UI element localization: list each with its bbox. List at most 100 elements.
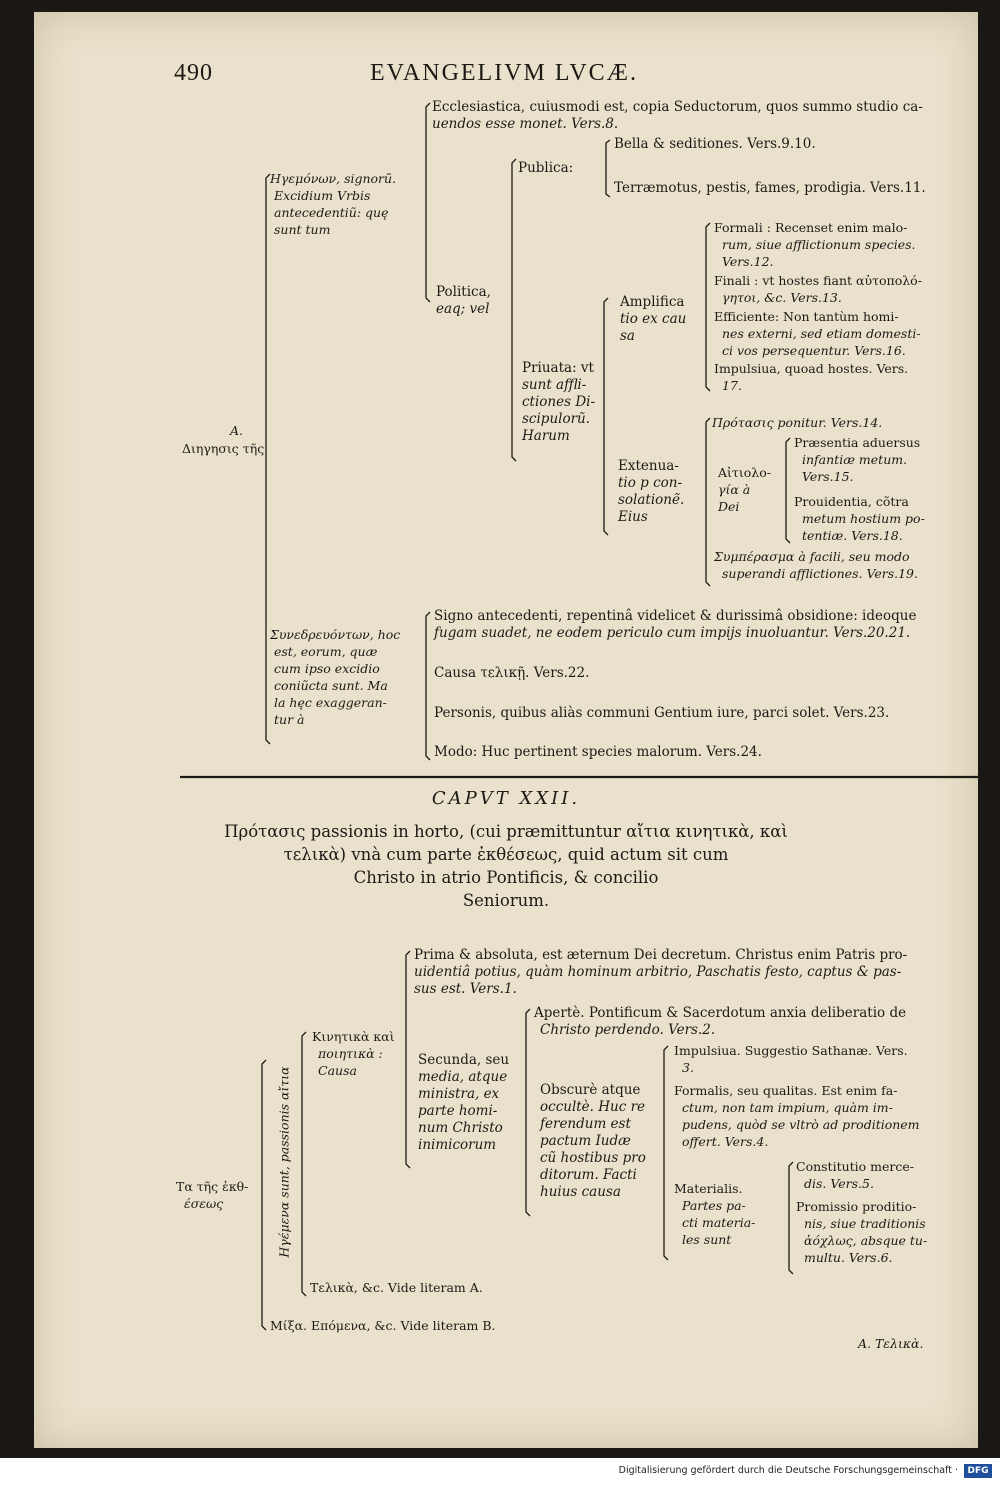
root-letter: A.: [230, 423, 244, 438]
obscure-4: pactum Iudæ: [540, 1133, 631, 1149]
node-signorum: Ηγεμόνων, signorũ.: [270, 171, 397, 186]
efficiente-2: nes externi, sed etiam domesti-: [722, 326, 921, 341]
protasis: Πρότασις ponitur. Vers.14.: [712, 415, 883, 430]
obscure-1: Obscurè atque: [540, 1082, 641, 1098]
bracket-lines: [180, 102, 978, 1331]
dfg-logo-icon: DFG: [964, 1464, 992, 1478]
aperte-2: Christo perdendo. Vers.2.: [540, 1022, 716, 1038]
signo-2: fugam suadet, ne eodem periculo cum impi…: [434, 625, 911, 641]
secunda-5: num Christo: [418, 1120, 503, 1136]
terraemotus: Terræmotus, pestis, fames, prodigia. Ver…: [614, 180, 926, 196]
modo: Modo: Huc pertinent species malorum. Ver…: [434, 744, 762, 760]
symperasma-1: Συμπέρασμα à facili, seu modo: [714, 549, 910, 564]
priuata-2: sunt affli-: [522, 377, 587, 393]
secunda-3: ministra, ex: [418, 1086, 500, 1102]
formalis-1: Formalis, seu qualitas. Est enim fa-: [674, 1083, 898, 1098]
synedr-6: tur à: [274, 712, 305, 727]
synedr-5: la hęc exaggeran-: [274, 695, 387, 710]
materialis-4: les sunt: [682, 1232, 732, 1247]
priuata-5: Harum: [522, 428, 570, 444]
formali-2: rum, siue afflictionum species.: [722, 237, 916, 252]
praesentia-1: Præsentia aduersus: [794, 435, 921, 450]
node-signorum-3: antecedentiũ: quę: [274, 205, 389, 220]
obscure-5: cũ hostibus pro: [540, 1150, 646, 1166]
promissio-3: ἀόχλως, absque tu-: [804, 1233, 928, 1248]
prouidentia-2: metum hostium po-: [802, 511, 925, 526]
extenuatio-3: solationẽ.: [618, 492, 685, 508]
node-signorum-4: sunt tum: [274, 222, 331, 237]
ecclesiastica-2: uendos esse monet. Vers.8.: [432, 116, 619, 132]
secunda-2: media, atque: [418, 1069, 508, 1085]
impulsiua2-1: Impulsiua. Suggestio Sathanæ. Vers.: [674, 1043, 908, 1058]
constitutio-2: dis. Vers.5.: [804, 1176, 874, 1191]
symperasma-2: superandi afflictiones. Vers.19.: [722, 566, 918, 581]
secunda-4: parte homi-: [418, 1103, 498, 1119]
finali-2: γητοι, &c. Vers.13.: [722, 290, 842, 305]
formali-1: Formali : Recenset enim malo-: [714, 220, 908, 235]
praesentia-3: Vers.15.: [802, 469, 854, 484]
vertical-label: Ηγέμενα sunt, passionis αἴτια: [276, 1066, 292, 1258]
synedr-2: est, eorum, quæ: [274, 644, 378, 659]
root2-2: έσεως: [184, 1196, 224, 1211]
formalis-2: ctum, non tam impium, quàm im-: [682, 1100, 893, 1115]
chapter-subtitle-4: Seniorum.: [462, 891, 550, 910]
prima-2: uidentiâ potius, quàm hominum arbitrio, …: [414, 964, 902, 980]
aitiologia-1: Αἰτιολο-: [718, 465, 771, 480]
bella: Bella & seditiones. Vers.9.10.: [614, 136, 816, 152]
priuata-3: ctiones Di-: [522, 394, 596, 410]
obscure-2: occultè. Huc re: [540, 1099, 646, 1115]
constitutio-1: Constitutio merce-: [796, 1159, 915, 1174]
impulsiua-1: Impulsiua, quoad hostes. Vers.: [714, 361, 909, 376]
promissio-1: Promissio proditio-: [796, 1199, 917, 1214]
chapter-subtitle-2: τελικὰ) vnà cum parte ἐκθέσεως, quid act…: [283, 845, 729, 864]
aperte-1: Apertè. Pontificum & Sacerdotum anxia de…: [534, 1005, 907, 1021]
impulsiua-2: 17.: [722, 378, 742, 393]
aitiologia-2: γία à: [718, 482, 751, 497]
kinetika-2: ποιητικὰ :: [318, 1046, 383, 1061]
obscure-7: huius causa: [540, 1184, 621, 1200]
promissio-2: nis, siue traditionis: [804, 1216, 926, 1231]
chapter-subtitle-1: Πρότασις passionis in horto, (cui præmit…: [224, 822, 788, 841]
formali-3: Vers.12.: [722, 254, 774, 269]
telika: Τελικὰ, &c. Vide literam A.: [310, 1280, 483, 1295]
extenuatio-1: Extenua-: [618, 458, 679, 474]
politica: Politica,: [436, 284, 491, 300]
signo-1: Signo antecedenti, repentinâ videlicet &…: [434, 608, 917, 624]
priuata-1: Priuata: vt: [522, 360, 594, 376]
running-title: EVANGELIVM LVCÆ.: [370, 60, 639, 86]
extenuatio-2: tio p con-: [618, 475, 683, 491]
formalis-4: offert. Vers.4.: [682, 1134, 769, 1149]
materialis-1: Materialis.: [674, 1181, 743, 1196]
materialis-2: Partes pa-: [682, 1198, 746, 1213]
efficiente-3: ci vos persequentur. Vers.16.: [722, 343, 906, 358]
personis: Personis, quibus aliàs communi Gentium i…: [434, 705, 890, 721]
chapter-subtitle-3: Christo in atrio Pontificis, & concilio: [353, 868, 659, 887]
synedr-3: cum ipso excidio: [274, 661, 380, 676]
root2-1: Τα τῆς ἐκθ-: [176, 1179, 249, 1194]
prima-3: sus est. Vers.1.: [414, 981, 517, 997]
ecclesiastica-1: Ecclesiastica, cuiusmodi est, copia Sedu…: [432, 99, 923, 115]
mixta: Μίξα. Επόμενα, &c. Vide literam B.: [270, 1318, 496, 1333]
secunda-1: Secunda, seu: [418, 1052, 510, 1068]
footer-bar: Digitalisierung gefördert durch die Deut…: [0, 1458, 1000, 1485]
impulsiua2-2: 3.: [682, 1060, 694, 1075]
finali-1: Finali : vt hostes fiant αὐτοπολό-: [714, 273, 922, 288]
publica: Publica:: [518, 160, 574, 176]
book-page: 490 EVANGELIVM LVCÆ. A. Διηγησις τῆς Ηγε…: [34, 12, 978, 1448]
amplificatio-1: Amplifica: [620, 294, 685, 310]
prouidentia-1: Prouidentia, cõtra: [794, 494, 909, 509]
root-label: Διηγησις τῆς: [182, 441, 265, 456]
causa-telike: Causa τελικῇ. Vers.22.: [434, 665, 590, 681]
promissio-4: multu. Vers.6.: [804, 1250, 893, 1265]
priuata-4: scipulorũ.: [522, 411, 591, 427]
aitiologia-3: Dei: [718, 499, 740, 514]
kinetika-1: Κινητικὰ καὶ: [312, 1029, 395, 1044]
chapter-heading: CAPVT XXII. Πρότασις passionis in horto,…: [34, 788, 978, 912]
amplificatio-2: tio ex cau: [620, 311, 687, 327]
synedr-1: Συνεδρευόντων, hoc: [270, 627, 401, 642]
page-number: 490: [174, 60, 213, 86]
chapter-title: CAPVT XXII.: [431, 788, 581, 809]
obscure-6: ditorum. Facti: [540, 1167, 637, 1183]
node-signorum-2: Excidium Vrbis: [274, 188, 371, 203]
politica-2: eaq; vel: [436, 301, 490, 317]
